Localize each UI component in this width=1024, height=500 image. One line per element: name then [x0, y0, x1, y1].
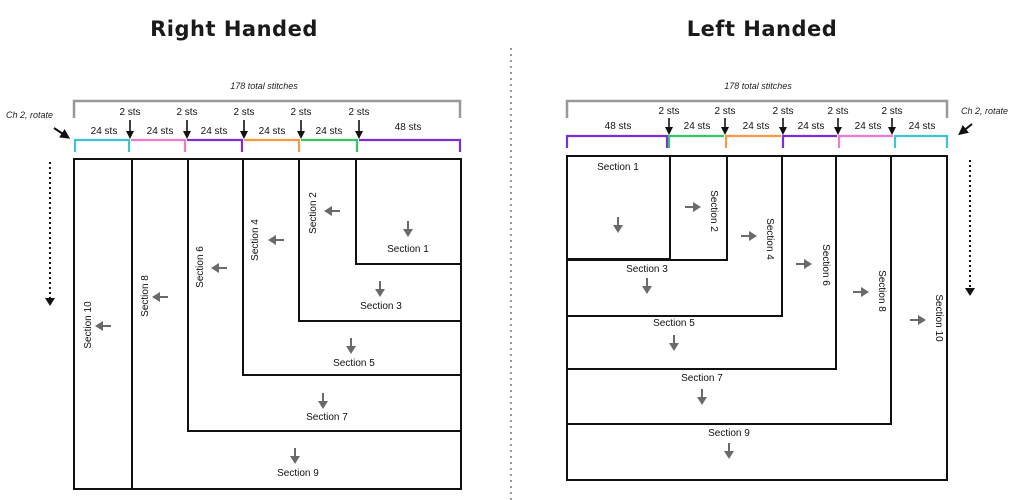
right-gap-label: 2 sts [176, 107, 197, 118]
right-section-7-label: Section 7 [306, 412, 348, 423]
left-section-boxes [566, 155, 948, 481]
left-section-3-label: Section 3 [626, 264, 668, 275]
right-section-8-label: Section 8 [140, 275, 151, 317]
right-gap-label: 2 sts [233, 107, 254, 118]
right-gap-label: 2 sts [119, 107, 140, 118]
left-total-bracket [565, 99, 949, 118]
right-handed-panel: Right Handed 178 total stitches Ch 2, ro… [6, 17, 462, 490]
right-arrow-icon [796, 259, 812, 269]
left-chain-arrow-icon [958, 123, 973, 136]
right-section-6-label: Section 6 [195, 246, 206, 288]
left-section-4-label: Section 4 [764, 218, 775, 260]
right-title: Right Handed [150, 17, 318, 41]
down-arrow-icon [697, 389, 707, 405]
left-handed-panel: Left Handed 178 total stitches Ch 2, rot… [565, 17, 1008, 481]
right-arrow-icon [910, 315, 926, 325]
left-arrow-icon [324, 206, 340, 216]
right-color-brackets [73, 138, 462, 152]
left-segment-label: 24 sts [855, 121, 882, 132]
right-segment-label: 48 sts [395, 122, 422, 133]
left-chain-label: Ch 2, rotate [961, 106, 1008, 116]
left-arrow-icon [211, 263, 227, 273]
left-section-10-label: Section 10 [933, 294, 944, 342]
right-section-1-label: Section 1 [387, 244, 429, 255]
left-segment-label: 24 sts [909, 121, 936, 132]
right-gap-label: 2 sts [290, 107, 311, 118]
right-segment-label: 24 sts [147, 126, 174, 137]
left-arrow-icon [268, 235, 284, 245]
left-gap-label: 2 sts [881, 106, 902, 117]
left-arrow-icon [95, 321, 111, 331]
right-section-2-label: Section 2 [308, 192, 319, 234]
right-arrow-icon [685, 202, 701, 212]
right-total-stitches: 178 total stitches [230, 81, 298, 91]
right-chain-label: Ch 2, rotate [6, 110, 53, 120]
left-segment-label: 24 sts [798, 121, 825, 132]
down-arrow-icon [346, 338, 356, 354]
left-segment-label: 24 sts [743, 121, 770, 132]
right-section-10-label: Section 10 [83, 301, 94, 349]
left-section-7-label: Section 7 [681, 373, 723, 384]
left-gap-arrows [665, 118, 896, 135]
left-grey-arrows [613, 202, 926, 459]
left-gap-label: 2 sts [658, 106, 679, 117]
right-arrow-icon [853, 287, 869, 297]
left-title: Left Handed [687, 17, 838, 41]
down-arrow-icon [669, 335, 679, 351]
right-grey-arrows [95, 206, 413, 464]
down-arrow-icon [724, 443, 734, 459]
down-arrow-icon [613, 217, 623, 233]
left-segment-label: 24 sts [684, 121, 711, 132]
right-segment-label: 24 sts [259, 126, 286, 137]
left-color-brackets [565, 134, 949, 148]
down-arrow-icon [642, 278, 652, 294]
right-section-4-label: Section 4 [250, 219, 261, 261]
left-section-5-label: Section 5 [653, 318, 695, 329]
left-section-6-label: Section 6 [820, 244, 831, 286]
left-arrow-icon [152, 292, 168, 302]
right-section-5-label: Section 5 [333, 358, 375, 369]
left-direction-arrow-icon [965, 288, 975, 296]
right-direction-arrow-icon [45, 298, 55, 306]
right-segment-label: 24 sts [316, 126, 343, 137]
left-total-stitches: 178 total stitches [724, 81, 792, 91]
down-arrow-icon [403, 221, 413, 237]
left-gap-label: 2 sts [714, 106, 735, 117]
right-arrow-icon [741, 231, 757, 241]
left-section-8-label: Section 8 [876, 270, 887, 312]
right-gap-arrows [126, 120, 363, 139]
left-section-2-label: Section 2 [708, 190, 719, 232]
left-gap-label: 2 sts [827, 106, 848, 117]
down-arrow-icon [318, 393, 328, 409]
right-segment-label: 24 sts [91, 126, 118, 137]
right-segment-label: 24 sts [201, 126, 228, 137]
down-arrow-icon [375, 281, 385, 297]
right-chain-arrow-icon [53, 127, 71, 139]
right-gap-label: 2 sts [348, 107, 369, 118]
right-section-9-label: Section 9 [277, 468, 319, 479]
left-section-9-label: Section 9 [708, 428, 750, 439]
down-arrow-icon [290, 448, 300, 464]
left-gap-label: 2 sts [772, 106, 793, 117]
left-segment-label: 48 sts [605, 121, 632, 132]
left-section-1-label: Section 1 [597, 162, 639, 173]
right-section-boxes [73, 158, 462, 490]
right-total-bracket [72, 99, 462, 118]
right-section-3-label: Section 3 [360, 301, 402, 312]
